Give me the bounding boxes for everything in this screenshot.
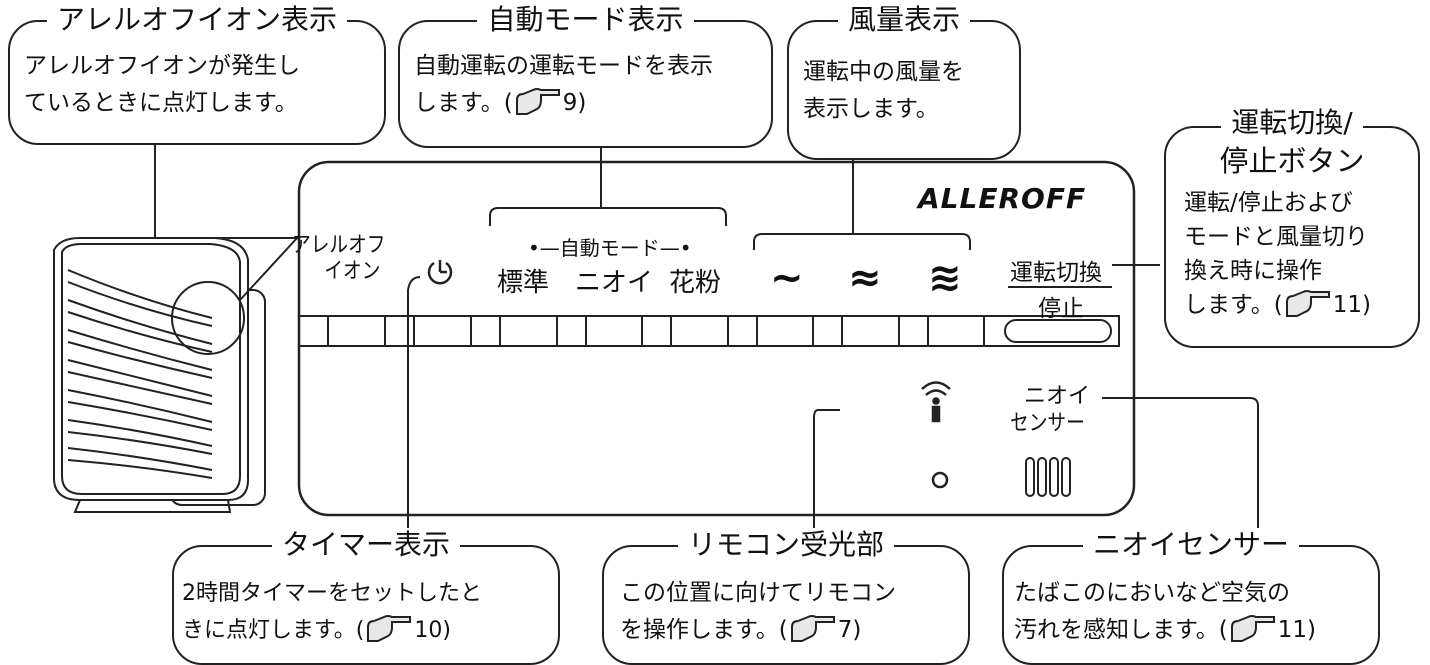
airflow-callout-line1: 運転中の風量を <box>803 59 964 85</box>
allergen-ion-callout-line1: アレルオフイオンが発生し <box>24 53 300 79</box>
air-purifier-unit <box>53 236 299 513</box>
leader-lines <box>154 143 1259 545</box>
mode-standard: 標準 <box>497 268 550 298</box>
auto-mode-callout-title: 自動モード表示 <box>477 3 694 36</box>
timer-clock-icon <box>427 260 453 285</box>
odor-sensor-callout-line1: たばこのにおいなど空気の <box>1014 580 1290 606</box>
remote-receiver-callout-line1: この位置に向けてリモコン <box>620 580 896 606</box>
airflow-callout-line2: 表示します。 <box>803 96 939 122</box>
fan-level-mid: ≈ <box>848 255 882 301</box>
switch-stop-button[interactable] <box>1004 319 1112 343</box>
auto-mode-callout-line2-suffix: ) <box>577 90 587 116</box>
finger-pointer-icon <box>515 88 560 115</box>
airflow-callout-title: 風量表示 <box>837 3 970 36</box>
timer-callout-line2-suffix: ) <box>442 618 451 643</box>
timer-callout-line2-prefix: きに点灯します。( <box>182 618 365 643</box>
timer-callout-title: タイマー表示 <box>271 528 460 561</box>
ion-label: アレルオフ イオン <box>292 233 386 285</box>
fan-level-low: ~ <box>770 255 804 301</box>
remote-receiver-callout-line2-suffix: ) <box>852 617 862 643</box>
sensor-label-line1: ニオイ <box>1024 384 1091 409</box>
odor-sensor-callout: ニオイセンサー たばこのにおいなど空気の 汚れを感知します。( 11) <box>1002 528 1380 665</box>
allergen-ion-callout-title: アレルオフイオン表示 <box>46 3 347 36</box>
switch-button-callout-line3: 換え時に操作 <box>1184 258 1322 284</box>
auto-mode-callout: 自動モード表示 自動運転の運転モードを表示 します。( 9) <box>398 3 773 148</box>
fan-level-bracket <box>753 233 971 250</box>
finger-pointer-icon <box>1285 290 1330 317</box>
finger-pointer-icon <box>790 615 835 642</box>
fan-level-high: ≋ <box>928 255 962 301</box>
switch-button-callout-ref: 11 <box>1332 292 1362 318</box>
auto-mode-bracket <box>489 207 727 226</box>
mode-pollen: 花粉 <box>669 268 722 298</box>
switch-button-callout: 運転切換/ 停止ボタン 運転/停止および モードと風量切り 換え時に操作 します… <box>1164 106 1420 348</box>
odor-sensor-vent-icon <box>1025 457 1071 497</box>
switch-button-callout-line1: 運転/停止および <box>1184 190 1353 216</box>
switch-label-top: 運転切換 <box>1010 260 1102 286</box>
switch-button-callout-title-line2: 停止ボタン <box>1209 144 1375 178</box>
indicator-segments <box>327 316 985 346</box>
remote-receiver-callout-line2-prefix: を操作します。( <box>620 617 788 643</box>
switch-button-callout-line2: モードと風量切り <box>1184 224 1368 250</box>
odor-sensor-callout-line2-prefix: 汚れを感知します。( <box>1014 617 1228 643</box>
odor-sensor-callout-title: ニオイセンサー <box>1082 528 1299 561</box>
remote-receiver-callout-ref: 7 <box>837 617 853 643</box>
auto-mode-callout-ref: 9 <box>562 90 578 116</box>
odor-sensor-callout-line2-suffix: ) <box>1306 617 1316 643</box>
auto-mode-label: •—自動モード—• <box>528 236 692 260</box>
timer-callout-line1: 2時間タイマーをセットしたと <box>182 581 482 606</box>
switch-button-callout-line4-prefix: します。( <box>1184 292 1283 318</box>
remote-signal-icon <box>921 381 951 489</box>
allergen-ion-callout-line2: ているときに点灯します。 <box>24 90 298 116</box>
remote-receiver-callout: リモコン受光部 この位置に向けてリモコン を操作します。( 7) <box>602 528 970 665</box>
airflow-callout: 風量表示 運転中の風量を 表示します。 <box>787 3 1021 160</box>
allergen-ion-callout: アレルオフイオン表示 アレルオフイオンが発生し ているときに点灯します。 <box>8 3 386 145</box>
auto-mode-callout-line1: 自動運転の運転モードを表示 <box>414 53 713 79</box>
finger-pointer-icon <box>1230 615 1275 642</box>
mode-odor: ニオイ <box>575 268 654 298</box>
ion-label-line1: アレルオフ <box>292 233 386 258</box>
timer-callout: タイマー表示 2時間タイマーをセットしたと きに点灯します。( 10) <box>172 528 560 665</box>
sensor-label-line2: センサー <box>1010 411 1085 436</box>
brand-logo: ALLEROFF <box>918 182 1087 215</box>
switch-button-callout-line4-suffix: ) <box>1361 292 1371 318</box>
auto-mode-callout-line2-prefix: します。( <box>414 90 513 116</box>
timer-callout-ref: 10 <box>414 618 443 643</box>
odor-sensor-callout-ref: 11 <box>1277 617 1307 643</box>
finger-pointer-icon <box>367 615 412 642</box>
switch-button-callout-title-line1: 運転切換/ <box>1221 106 1363 139</box>
control-panel-outline <box>297 160 1136 517</box>
remote-receiver-callout-title: リモコン受光部 <box>677 528 894 561</box>
ion-label-line2: イオン <box>324 259 381 284</box>
switch-label-bottom: 停止 <box>1038 296 1084 322</box>
